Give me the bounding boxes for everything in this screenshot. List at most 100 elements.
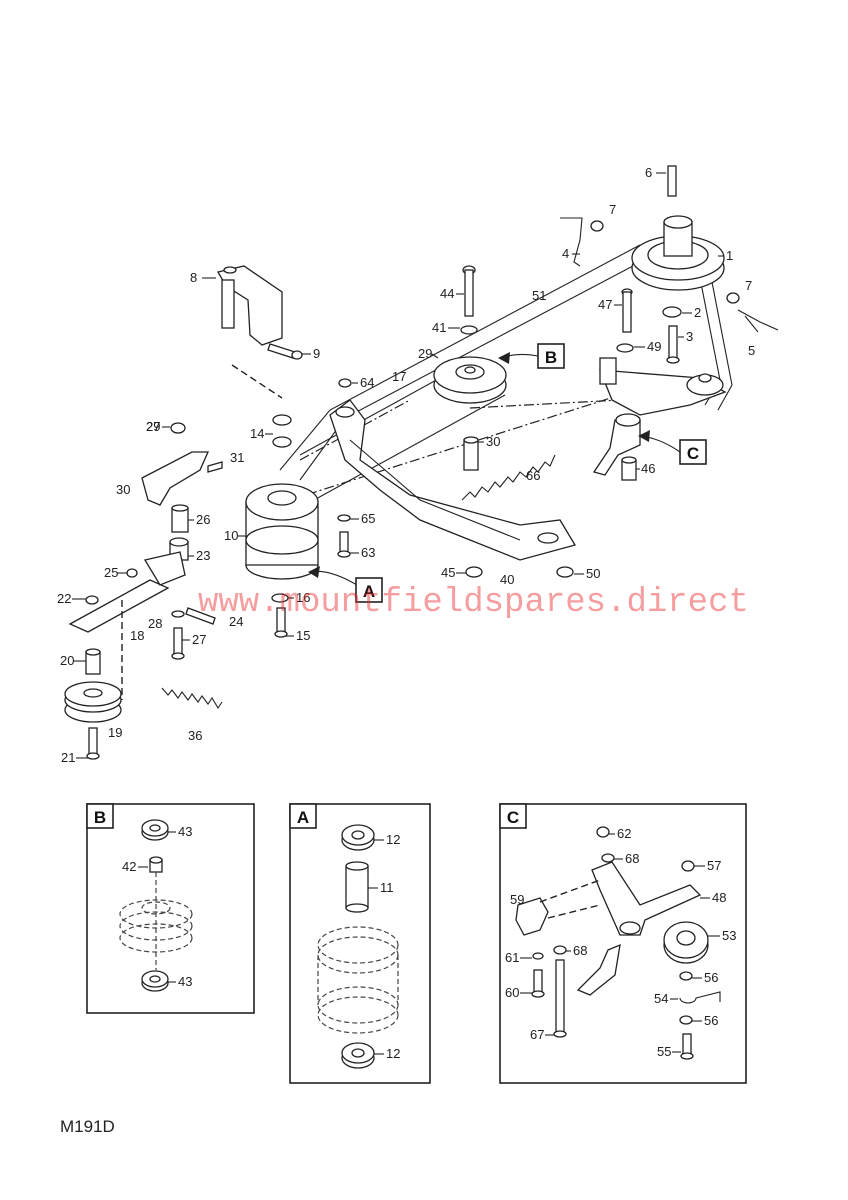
svg-text:42: 42 bbox=[122, 859, 136, 874]
svg-text:12: 12 bbox=[386, 832, 400, 847]
svg-text:54: 54 bbox=[654, 991, 668, 1006]
bearing-43-top bbox=[141, 819, 169, 841]
bolt-9 bbox=[267, 343, 303, 360]
nut-62 bbox=[596, 826, 610, 838]
nut-46 bbox=[465, 566, 483, 578]
part-label: 7 bbox=[745, 278, 752, 293]
bolt-31 bbox=[207, 461, 223, 473]
washer-68-mid bbox=[553, 945, 567, 955]
nut-52 bbox=[556, 566, 574, 578]
part-label: 21 bbox=[61, 750, 75, 765]
callout-c-arrow bbox=[638, 430, 681, 453]
svg-text:56: 56 bbox=[704, 1013, 718, 1028]
part-label: 49 bbox=[647, 339, 661, 354]
detail-panel-a: A 12 11 12 bbox=[289, 803, 431, 1084]
part-label: 66 bbox=[526, 468, 540, 483]
part-label: 10 bbox=[224, 528, 238, 543]
arm-48 bbox=[591, 861, 702, 936]
svg-text:62: 62 bbox=[617, 826, 631, 841]
callout-b: B bbox=[537, 343, 565, 369]
part-label: 8 bbox=[190, 270, 197, 285]
arm-18 bbox=[68, 551, 186, 633]
part-label: 25 bbox=[104, 565, 118, 580]
part-label: 36 bbox=[188, 728, 202, 743]
bolt-63 bbox=[337, 531, 351, 558]
nut-22 bbox=[85, 595, 99, 605]
svg-text:B: B bbox=[94, 808, 106, 827]
svg-text:55: 55 bbox=[657, 1044, 671, 1059]
part-label: 65 bbox=[361, 511, 375, 526]
ghost-pulley-a bbox=[317, 926, 399, 1034]
detail-panel-c: C bbox=[499, 803, 747, 1084]
part-label: 6 bbox=[645, 165, 652, 180]
bolt-67 bbox=[553, 959, 567, 1038]
svg-text:57: 57 bbox=[707, 858, 721, 873]
part-label: 2 bbox=[694, 305, 701, 320]
part-label: 18 bbox=[130, 628, 144, 643]
spacer-42 bbox=[149, 856, 163, 873]
main-assembly bbox=[64, 165, 779, 760]
washer-56-top bbox=[679, 971, 693, 981]
svg-text:61: 61 bbox=[505, 950, 519, 965]
bolt-60 bbox=[531, 969, 545, 998]
part-label: 45 bbox=[441, 565, 455, 580]
part-label: 15 bbox=[296, 628, 310, 643]
washer-25 bbox=[126, 568, 138, 578]
detail-panel-b: B 43 42 43 bbox=[86, 803, 255, 1014]
main-frame-40 bbox=[329, 399, 576, 561]
nut-57 bbox=[681, 860, 695, 872]
assembly-line-8 bbox=[231, 364, 283, 399]
spacer-26 bbox=[171, 504, 189, 533]
bracket-c-part bbox=[592, 413, 641, 476]
part-label: 31 bbox=[230, 450, 244, 465]
washer-45 bbox=[460, 325, 478, 335]
callout-a: A bbox=[355, 577, 383, 603]
part-label: 24 bbox=[229, 614, 243, 629]
bearing-43-bottom bbox=[141, 970, 169, 992]
part-label: 41 bbox=[432, 320, 446, 335]
ghost-pulley-b bbox=[119, 872, 193, 970]
rod-5-washer-7 bbox=[726, 292, 779, 333]
pulley-41 bbox=[433, 356, 507, 404]
svg-text:48: 48 bbox=[712, 890, 726, 905]
svg-text:59: 59 bbox=[510, 892, 524, 907]
part-label: 23 bbox=[196, 548, 210, 563]
bracket-30 bbox=[141, 451, 210, 506]
part-label: 30 bbox=[116, 482, 130, 497]
spacer-44 bbox=[463, 436, 479, 471]
washer-61 bbox=[532, 952, 544, 960]
part-label: 9 bbox=[313, 346, 320, 361]
idler-arm-upper bbox=[599, 357, 727, 416]
svg-text:56: 56 bbox=[704, 970, 718, 985]
svg-text:43: 43 bbox=[178, 824, 192, 839]
engine-pulley-1 bbox=[631, 215, 725, 291]
svg-text:43: 43 bbox=[178, 974, 192, 989]
washer-2 bbox=[662, 306, 682, 318]
part-label: 16 bbox=[296, 590, 310, 605]
part-label: 28 bbox=[148, 616, 162, 631]
part-label: 50 bbox=[586, 566, 600, 581]
washer-68-top bbox=[601, 853, 615, 863]
bolt-64 bbox=[338, 378, 352, 388]
bolt-24 bbox=[185, 607, 216, 625]
part-label: 26 bbox=[196, 512, 210, 527]
bracket-8 bbox=[217, 265, 283, 346]
bracket-59 bbox=[515, 897, 549, 936]
svg-text:11: 11 bbox=[380, 880, 394, 895]
spacer-49 bbox=[621, 456, 637, 481]
bolt-55 bbox=[680, 1033, 694, 1060]
part-label: 27 bbox=[192, 632, 206, 647]
part-label: 63 bbox=[361, 545, 375, 560]
bolt-3 bbox=[666, 325, 680, 364]
bolt-15 bbox=[274, 607, 288, 638]
spacer-11 bbox=[345, 861, 369, 913]
part-label: 29 bbox=[418, 346, 432, 361]
part-label: 20 bbox=[60, 653, 74, 668]
bearing-12-top bbox=[341, 824, 375, 851]
callout-b-arrow bbox=[498, 352, 539, 364]
washer-65 bbox=[337, 514, 351, 522]
spacer-20 bbox=[85, 648, 101, 675]
part-label: 4 bbox=[562, 246, 569, 261]
svg-text:53: 53 bbox=[722, 928, 736, 943]
bolt-21 bbox=[86, 727, 100, 760]
